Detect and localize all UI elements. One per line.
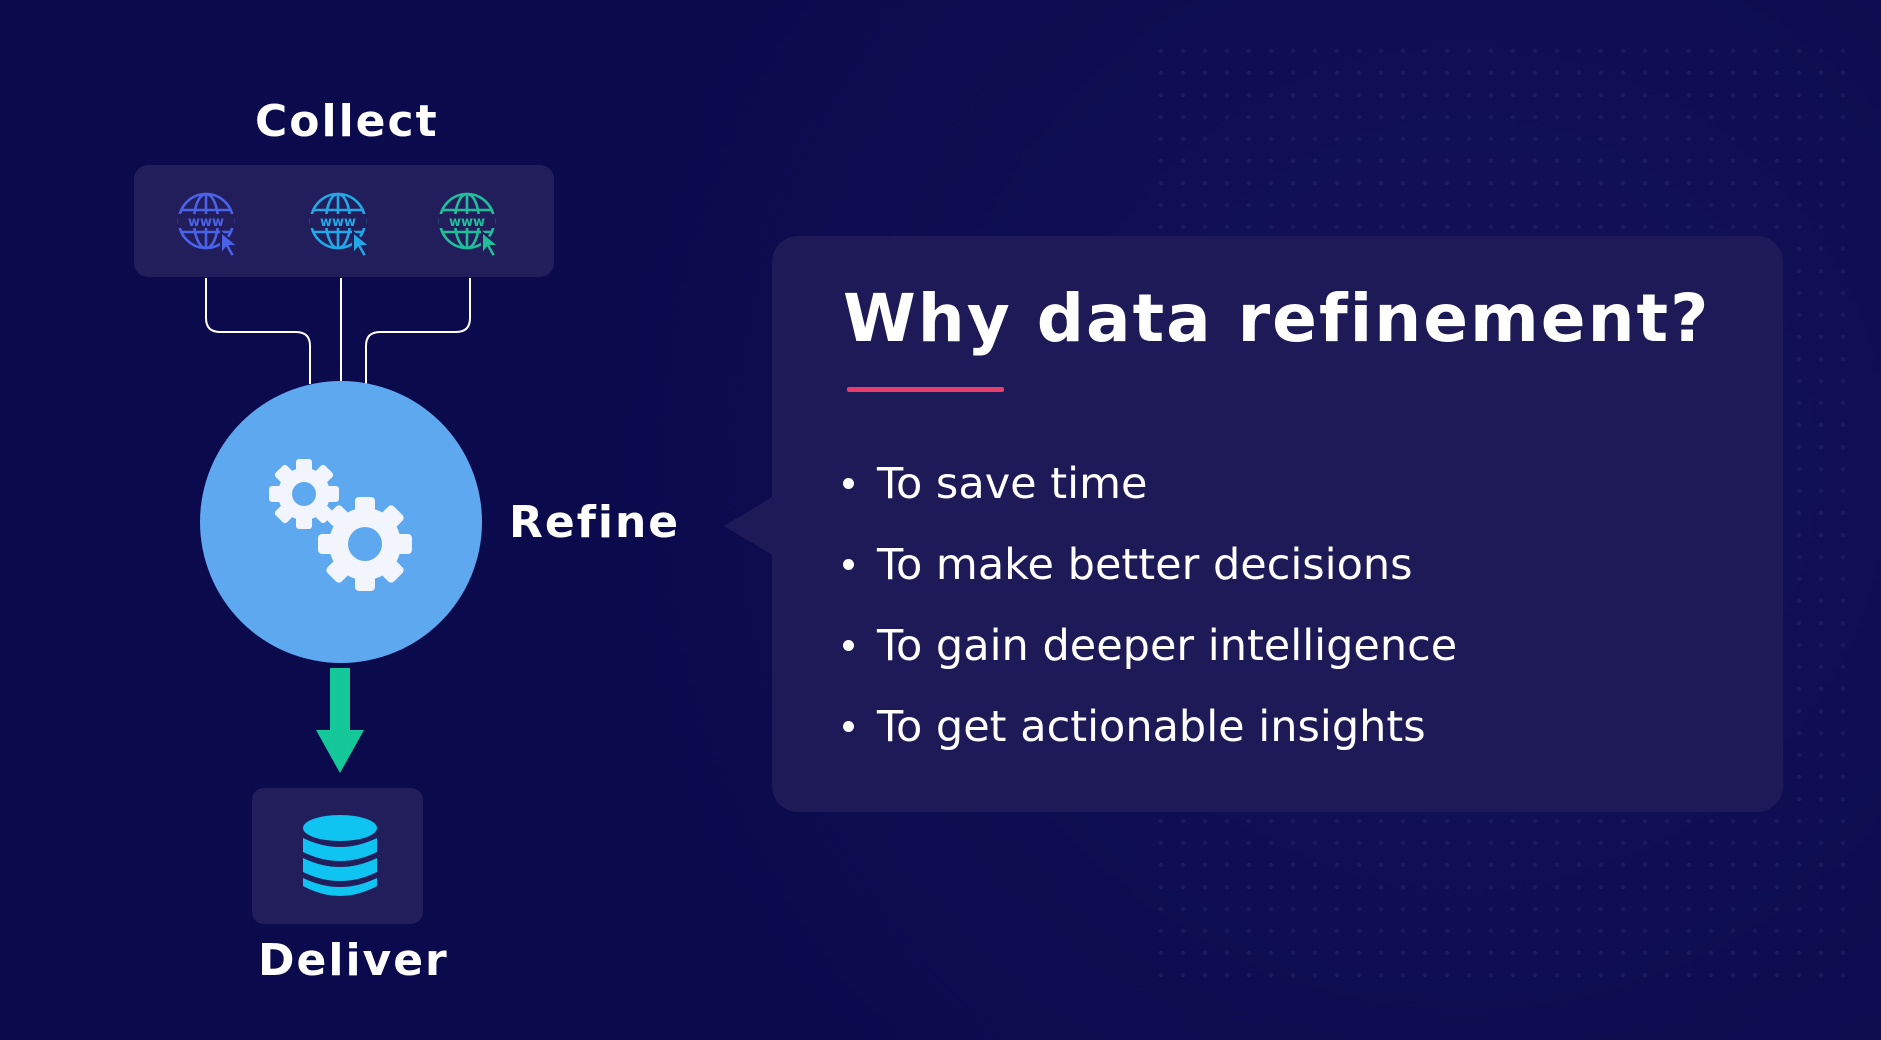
- title-underline: [847, 387, 1004, 392]
- database-icon: [303, 815, 377, 896]
- refine-label: Refine: [509, 497, 681, 548]
- svg-text:www: www: [320, 215, 356, 230]
- deliver-box: [252, 788, 423, 924]
- reasons-list: To save time To make better decisions To…: [841, 443, 1457, 767]
- list-item-text: To gain deeper intelligence: [877, 620, 1458, 671]
- why-refinement-panel: Why data refinement? To save time To mak…: [772, 236, 1783, 812]
- globe-www-cursor-icon: www: [438, 192, 502, 258]
- list-item: To gain deeper intelligence: [841, 605, 1457, 686]
- svg-text:www: www: [449, 215, 485, 230]
- list-item: To save time: [841, 443, 1457, 524]
- panel-title: Why data refinement?: [843, 280, 1711, 357]
- globe-www-cursor-icon: www: [309, 192, 373, 258]
- list-item: To make better decisions: [841, 524, 1457, 605]
- svg-text:www: www: [188, 215, 224, 230]
- globe-www-cursor-icon: www: [177, 192, 241, 258]
- list-item-text: To make better decisions: [877, 539, 1413, 590]
- deliver-label: Deliver: [258, 935, 449, 986]
- collect-label: Collect: [255, 96, 439, 147]
- panel-pointer: [724, 496, 774, 556]
- arrow-down-icon: [316, 668, 364, 773]
- list-item-text: To get actionable insights: [877, 701, 1426, 752]
- refine-node: [200, 381, 482, 663]
- list-item-text: To save time: [877, 458, 1148, 509]
- list-item: To get actionable insights: [841, 686, 1457, 767]
- bullet-dot: [843, 640, 854, 651]
- bullet-dot: [843, 478, 854, 489]
- collect-sources-box: www www www: [134, 165, 554, 277]
- bullet-dot: [843, 559, 854, 570]
- bullet-dot: [843, 721, 854, 732]
- gears-icon: [269, 459, 412, 591]
